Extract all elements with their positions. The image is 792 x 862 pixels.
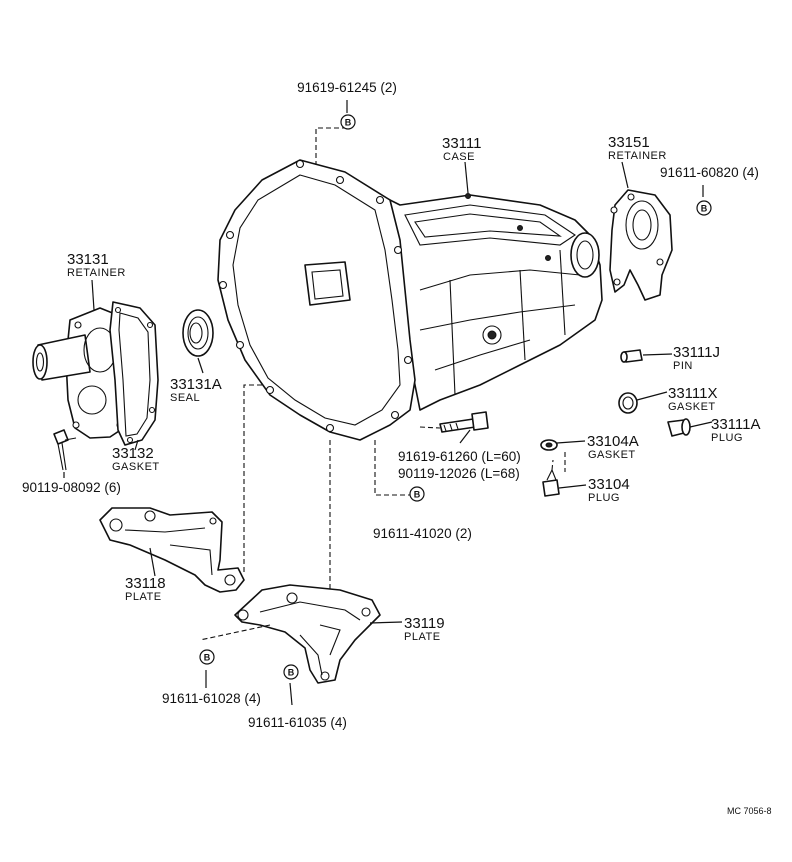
bolt-marker-top: B [340, 114, 356, 130]
bolt-marker-right: B [696, 200, 712, 216]
plate-33119 [234, 584, 381, 684]
label-plate-l-name: PLATE [125, 591, 162, 603]
label-gasket-x-name: GASKET [668, 401, 716, 413]
label-gasket-x-number: 33111X [668, 385, 718, 402]
svg-text:B: B [345, 118, 352, 128]
svg-text:B: B [204, 653, 211, 663]
retainer-33151 [609, 189, 673, 301]
label-bolt-top: 91619-61245 (2) [297, 80, 397, 95]
label-retainer-r-number: 33151 [608, 134, 650, 151]
gasket-33111x [618, 391, 668, 414]
label-plug-104-number: 33104 [588, 476, 630, 493]
plug-33111a [667, 418, 713, 437]
reference-code: MC 7056-8 [727, 806, 772, 816]
label-bolt-left: 90119-08092 (6) [22, 480, 121, 495]
label-pin-number: 33111J [673, 344, 720, 361]
bolt-90119-08092 [53, 429, 77, 471]
label-bolt-bottom-left: 91611-61028 (4) [162, 691, 261, 706]
label-gasket-104a-name: GASKET [588, 449, 636, 461]
plug-33104 [542, 459, 587, 497]
label-seal-name: SEAL [170, 392, 200, 404]
label-case-number: 33111 [442, 135, 482, 152]
label-gasket-104a-number: 33104A [587, 433, 639, 450]
label-plate-r-number: 33119 [404, 615, 445, 632]
svg-text:B: B [414, 490, 421, 500]
label-bolt-right: 91611-60820 (4) [660, 165, 759, 180]
bolt-marker-mid: B [409, 486, 425, 502]
label-plug-104-name: PLUG [588, 492, 620, 504]
label-bolt-mid: 91611-41020 (2) [373, 526, 472, 541]
label-pin-name: PIN [673, 360, 693, 372]
gasket-33104a [540, 439, 586, 451]
pin-33111j [620, 349, 673, 363]
label-gasket-l-name: GASKET [112, 461, 160, 473]
label-case-name: CASE [443, 151, 475, 163]
label-gasket-l-number: 33132 [112, 445, 154, 462]
label-bolt-bottom-right: 91611-61035 (4) [248, 715, 347, 730]
svg-text:B: B [288, 668, 295, 678]
label-plate-l-number: 33118 [125, 575, 166, 592]
label-plug-a-name: PLUG [711, 432, 743, 444]
label-bolt-mid-1: 91619-61260 (L=60) [398, 449, 521, 464]
svg-text:B: B [701, 204, 708, 214]
seal-33131a [182, 309, 214, 357]
plate-33118 [99, 507, 245, 593]
label-retainer-l-name: RETAINER [67, 267, 126, 279]
label-retainer-l-number: 33131 [67, 251, 109, 268]
transmission-case [217, 159, 603, 441]
label-seal-number: 33131A [170, 376, 222, 393]
bolt-91619-61260 [419, 411, 489, 444]
label-plate-r-name: PLATE [404, 631, 441, 643]
label-retainer-r-name: RETAINER [608, 150, 667, 162]
label-plug-a-number: 33111A [711, 416, 761, 433]
label-bolt-mid-2: 90119-12026 (L=68) [398, 466, 520, 481]
leader-lines [63, 100, 704, 706]
bolt-marker-bottom-right: B [283, 664, 299, 680]
bolt-marker-bottom-left: B [199, 649, 215, 665]
gasket-33132 [109, 301, 159, 446]
